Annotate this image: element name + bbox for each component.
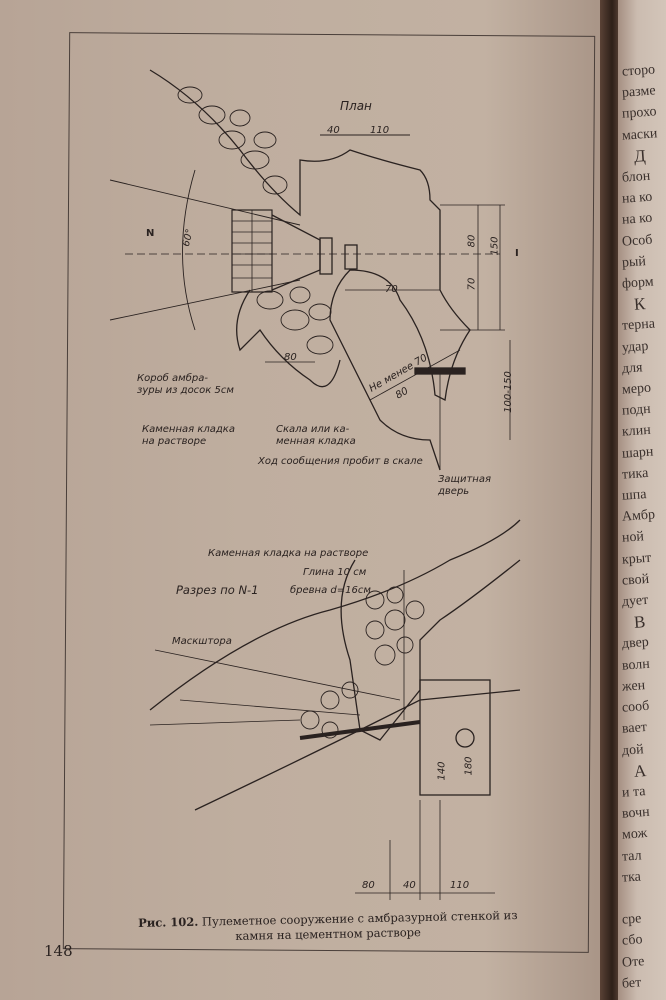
dim-label: 150: [489, 236, 501, 256]
section-view: [149, 519, 521, 900]
text-line: терна: [621, 316, 656, 335]
dim-label: 80: [362, 880, 375, 891]
text-line: двер: [621, 635, 650, 653]
dim-label: 100-150: [502, 371, 514, 413]
plan-title: План: [340, 99, 372, 113]
fortification-drawing: [109, 69, 521, 900]
text-line: тал: [621, 847, 643, 865]
page-number: 148: [44, 942, 73, 960]
label-embrasure-box: Короб амбра-зуры из досок 5см: [137, 373, 234, 396]
dim-label: 70: [466, 277, 478, 291]
text-line: сбо: [621, 932, 643, 950]
section-title: Разрез по N-1: [176, 583, 259, 597]
dim-label: 110: [450, 880, 470, 891]
left-page: План 40 110 80 150 70 70 100-150 N 60° I…: [0, 0, 606, 1000]
dim-label: 80: [466, 234, 478, 248]
label-section-masonry: Каменная кладка на растворе: [208, 548, 369, 559]
dim-label: 110: [370, 125, 390, 136]
section-mark-n: N: [146, 228, 155, 239]
dim-label: 80: [284, 352, 297, 363]
text-line: Оте: [621, 953, 645, 971]
dim-label: 40: [327, 125, 340, 136]
dim-label: 40: [403, 880, 416, 891]
text-line: дой: [621, 741, 645, 759]
label-clay: Глина 10 см: [303, 567, 367, 578]
label-rock: Скала или ка-менная кладка: [276, 424, 356, 447]
text-line: мож: [621, 826, 648, 844]
text-line: вает: [621, 720, 648, 737]
text-line: ной: [621, 529, 645, 547]
text-line: на ко: [621, 211, 653, 229]
dim-label: 140: [436, 761, 448, 781]
plan-view: [109, 69, 511, 471]
section-mark-i: I: [515, 248, 519, 259]
label-logs: бревна d=16см: [290, 585, 371, 596]
label-mask: Маскштора: [172, 636, 232, 647]
text-line: клин: [621, 423, 652, 441]
label-passage: Ход сообщения пробит в скале: [258, 456, 423, 467]
dim-label: 180: [463, 756, 475, 776]
text-line: прохо: [621, 104, 658, 123]
dim-label: 70: [385, 284, 398, 295]
text-line: бет: [621, 975, 642, 992]
